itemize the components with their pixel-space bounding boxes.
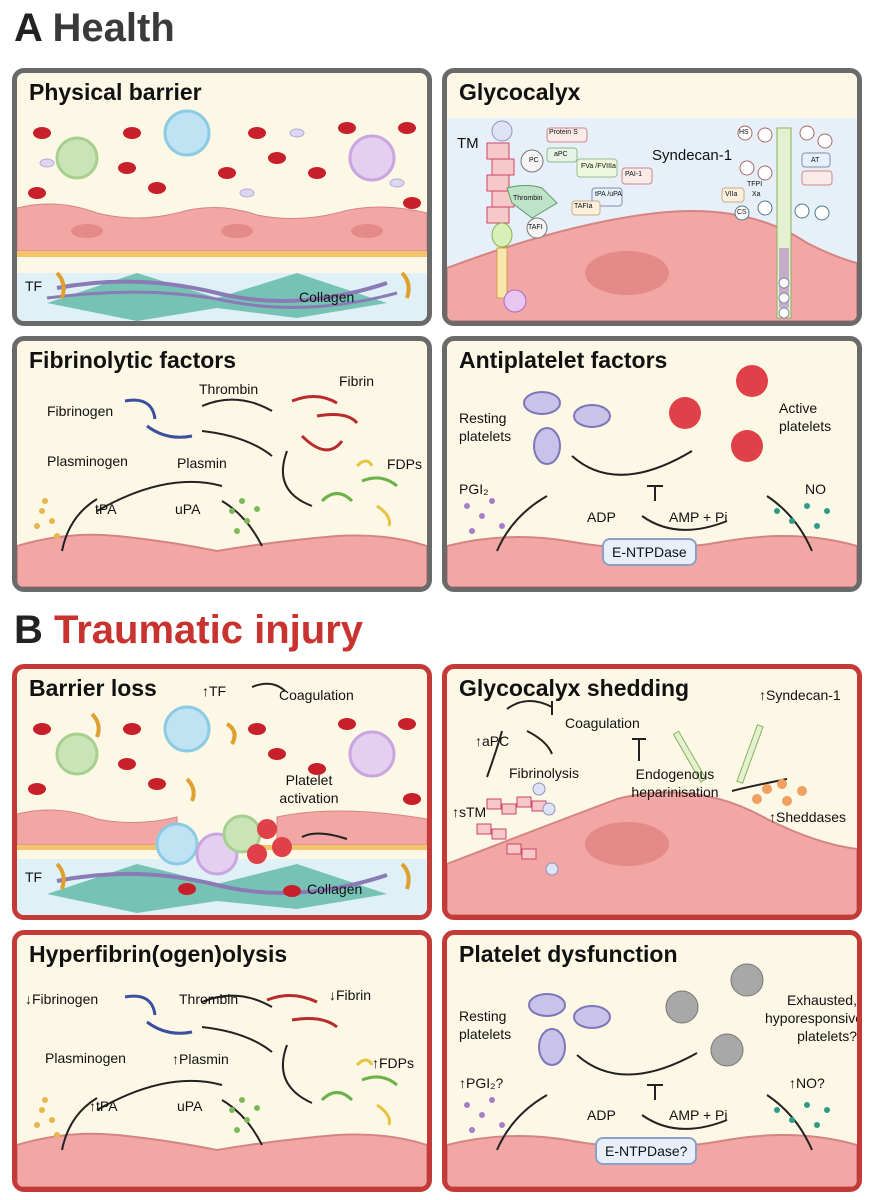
panel-title: Physical barrier	[29, 79, 202, 105]
physical-barrier-illustration	[17, 109, 427, 321]
panel-title: Barrier loss	[29, 675, 157, 701]
panel-glycocalyx-shedding: Glycocalyx shedding Coagulation ↑aPC Fib…	[442, 664, 862, 920]
fva-label: FVa /FVIIIa	[581, 163, 616, 170]
apc-up-label: ↑aPC	[475, 733, 510, 749]
thrombin-label: Thrombin	[179, 991, 239, 1007]
pgi2-up-label: ↑PGI₂?	[459, 1075, 504, 1091]
section-b-heading: B Traumatic injury	[14, 608, 363, 652]
exhausted-platelets-label: Exhausted, hyporesponsive platelets?	[765, 992, 862, 1044]
stm-up-label: ↑sTM	[452, 804, 487, 820]
glycocalyx-shedding-illustration	[447, 700, 857, 915]
fdps-label: FDPs	[387, 456, 422, 472]
fibrin-label: Fibrin	[339, 373, 375, 389]
viia-label: VIIa	[725, 191, 738, 198]
upa-label: uPA	[177, 1098, 203, 1114]
pai-label: PAI-1	[625, 171, 642, 178]
fibrinolytic-illustration	[17, 395, 427, 587]
tpa-label: tPA	[95, 501, 117, 517]
no-label: NO	[805, 481, 826, 497]
panel-title: Fibrinolytic factors	[29, 347, 237, 373]
tpa-up-label: ↑tPA	[89, 1098, 118, 1114]
tf-up-label: ↑TF	[202, 683, 227, 699]
fibrinolysis-label: Fibrinolysis	[509, 765, 580, 781]
no-up-label: ↑NO?	[789, 1075, 825, 1091]
glycocalyx-illustration	[447, 73, 857, 321]
endogenous-heparinisation-label: Endogenous heparinisation	[631, 766, 719, 800]
panel-barrier-loss: Barrier loss ↑TF Coagulation Platelet ac…	[12, 664, 432, 920]
resting-platelets-label: Resting platelets	[459, 410, 512, 444]
coagulation-label: Coagulation	[565, 715, 640, 731]
resting-platelets-label: Resting platelets	[459, 1008, 512, 1042]
active-platelets-label: Active platelets	[779, 400, 832, 434]
collagen-label: Collagen	[299, 289, 355, 305]
tpa-upa-label: tPA /uPA	[595, 191, 622, 198]
barrier-loss-illustration	[17, 682, 427, 915]
tf-label: TF	[25, 278, 43, 294]
plasmin-label: Plasmin	[177, 455, 227, 471]
tafia-label: TAFIa	[574, 203, 593, 210]
pc-label: PC	[529, 157, 539, 164]
panel-fibrinolytic-factors: Fibrinolytic factors Fibrinogen Thrombin…	[12, 336, 432, 592]
entpdase-box: E-NTPDase?	[595, 1137, 698, 1165]
collagen-label: Collagen	[307, 881, 363, 897]
cs-label: CS	[737, 209, 747, 216]
panel-title: Glycocalyx	[459, 79, 581, 105]
coagulation-label: Coagulation	[279, 687, 354, 703]
fdps-up-label: ↑FDPs	[372, 1055, 414, 1071]
section-a-heading: A Health	[14, 6, 175, 50]
amp-pi-label: AMP + Pi	[669, 1107, 728, 1123]
thrombin-label: Thrombin	[199, 381, 259, 397]
hs-label: HS	[739, 129, 749, 136]
sheddases-up-label: ↑Sheddases	[769, 809, 847, 825]
pgi2-label: PGI₂	[459, 481, 489, 497]
upa-label: uPA	[175, 501, 201, 517]
syndecan-label: Syndecan-1	[652, 147, 733, 164]
panel-title: Hyperfibrin(ogen)olysis	[29, 941, 288, 967]
tfpi-label: TFPI	[747, 181, 763, 188]
syndecan-up-label: ↑Syndecan-1	[759, 687, 841, 703]
tafi-label: TAFI	[528, 224, 543, 231]
xa-label: Xa	[752, 191, 761, 198]
tf-label: TF	[25, 869, 43, 885]
panel-title: Antiplatelet factors	[459, 347, 668, 373]
tm-label: TM	[457, 135, 479, 152]
at-label: AT	[811, 157, 820, 164]
plasminogen-label: Plasminogen	[47, 453, 128, 469]
panel-title: Platelet dysfunction	[459, 941, 678, 967]
fibrinogen-down-label: ↓Fibrinogen	[25, 991, 99, 1007]
thrombin-label: Thrombin	[513, 195, 543, 202]
hyperfibrinolysis-illustration	[17, 994, 427, 1187]
platelet-activation-label: Platelet activation	[279, 772, 339, 806]
panel-antiplatelet-factors: Antiplatelet factors Resting platelets A…	[442, 336, 862, 592]
plasminogen-label: Plasminogen	[45, 1050, 126, 1066]
adp-label: ADP	[587, 509, 616, 525]
panel-physical-barrier: Physical barrier TF Collagen	[12, 68, 432, 326]
panel-platelet-dysfunction: Platelet dysfunction Resting platelets E…	[442, 930, 862, 1192]
plasmin-up-label: ↑Plasmin	[172, 1051, 229, 1067]
fibrin-down-label: ↓Fibrin	[329, 987, 372, 1003]
protein-s-label: Protein S	[549, 129, 578, 136]
fibrinogen-label: Fibrinogen	[47, 403, 114, 419]
panel-hyperfibrinogenolysis: Hyperfibrin(ogen)olysis ↓Fibrinogen Thro…	[12, 930, 432, 1192]
panel-title: Glycocalyx shedding	[459, 675, 690, 701]
apc-label: aPC	[554, 151, 568, 158]
adp-label: ADP	[587, 1107, 616, 1123]
amp-pi-label: AMP + Pi	[669, 509, 728, 525]
entpdase-box: E-NTPDase	[602, 538, 697, 566]
panel-glycocalyx: Glycocalyx TM Syndecan-1 Protein S PC aP…	[442, 68, 862, 326]
